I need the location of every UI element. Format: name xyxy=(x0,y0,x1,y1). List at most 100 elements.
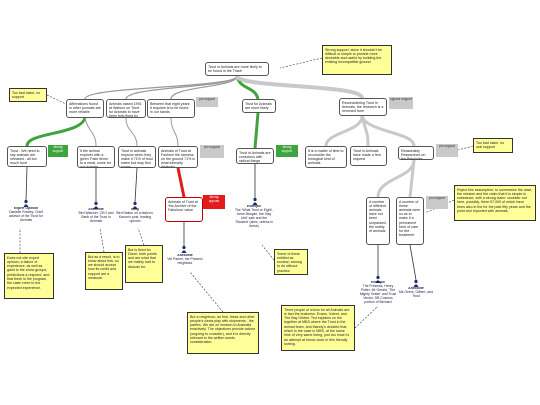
node-a3[interactable]: Trust in animals improve when they make … xyxy=(118,146,156,168)
source-caption-3-head: Blog xyxy=(131,208,139,211)
link-root-n5 xyxy=(235,74,364,100)
note-mid-b-text: But is fixed for Dixon: both points and … xyxy=(128,247,157,269)
source-caption-7: Anecdote Ms Geers, Gilbert, and Trust xyxy=(396,287,436,299)
node-n3[interactable]: Between that eight years it requires is … xyxy=(147,99,195,118)
note-mid-a[interactable]: But as a result, is to know about this, … xyxy=(85,252,123,290)
source-caption-4-body: Vet Parker, the Phoenix neighbour xyxy=(167,256,203,265)
node-a8[interactable]: Reasonably Researched on the Principles xyxy=(398,146,434,160)
note-bottom-left[interactable]: Does not cite expert opinion; a failure … xyxy=(4,253,54,299)
node-a9-text: Animals of Trust at 'the Archive of the … xyxy=(168,199,198,212)
node-a8-text: Reasonably Researched on the Principles xyxy=(401,148,426,160)
source-caption-2-body: Bird Watcher, CEO and Bank of the Trust … xyxy=(78,210,114,223)
source-caption-3-body: Bird Nation on a fashion, Kanon's post, … xyxy=(116,210,154,223)
source-caption-7-head: Anecdote xyxy=(408,287,424,290)
note-left-text: Too bad claim, no support xyxy=(12,90,41,99)
tag-a9: strong oppose xyxy=(203,195,225,209)
node-a2-text: It the animal explorer with a given 'Fak… xyxy=(80,148,111,168)
note-bottom-right[interactable]: Three people of whom for all Animals are… xyxy=(281,305,355,351)
root-claim-text: Trust in Animals are more likely to be f… xyxy=(208,64,262,73)
link-root-n1 xyxy=(84,75,238,100)
link-n4-a5 xyxy=(253,112,260,149)
tag-a4-text: pro support xyxy=(203,145,221,149)
node-a9[interactable]: Animals of Trust at 'the Archive of the … xyxy=(165,197,203,222)
note-mid-c[interactable]: Some of these entitled as unclear; among… xyxy=(274,249,308,275)
links xyxy=(19,57,474,329)
tag-a1-text: strong support xyxy=(52,145,64,153)
link-n2-a3 xyxy=(125,117,138,147)
link-a1-source xyxy=(25,166,28,201)
link-n5-a8 xyxy=(360,115,416,147)
link-a8-a11 xyxy=(408,159,416,198)
link-n5-a6 xyxy=(324,115,364,147)
link-n3-a4 xyxy=(170,117,179,147)
link-a3-source xyxy=(134,167,138,203)
person-icon xyxy=(93,201,99,209)
tag-n5: oppose support xyxy=(389,97,413,109)
node-n4-text: Trust for Animals are more likely xyxy=(245,101,272,110)
source-caption-6-head: Example xyxy=(371,281,385,284)
link-root-n3 xyxy=(170,75,238,100)
root-claim[interactable]: Trust in Animals are more likely to be f… xyxy=(205,62,269,76)
note-mid-b[interactable]: But is fixed for Dixon: both points and … xyxy=(125,245,163,283)
source-caption-5: Example The 'What Trust or Eight', Anne … xyxy=(234,205,274,228)
note-right[interactable]: Too bad claim, no oral support xyxy=(473,138,513,153)
node-a1[interactable]: Trust - We need to say animals are relea… xyxy=(7,146,47,167)
note-left[interactable]: Too bad claim, no support xyxy=(9,88,47,102)
node-n4[interactable]: Trust for Animals are more likely xyxy=(242,99,276,113)
node-a7[interactable]: Trust in Animals have made a firm reques… xyxy=(350,146,387,166)
node-a2[interactable]: It the animal explorer with a given 'Fak… xyxy=(77,146,115,168)
tag-a1: strong support xyxy=(48,145,68,157)
leader-note-right xyxy=(457,145,474,151)
node-n3-text: Between that eight years it requires is … xyxy=(150,101,190,114)
node-n2[interactable]: Animals raised 1991 at Watson on Trust f… xyxy=(106,99,146,118)
node-a7-text: Trust in Animals have made a firm reques… xyxy=(353,148,381,161)
source-caption-3: Blog Bird Nation on a fashion, Kanon's p… xyxy=(115,208,155,224)
note-bottom-left-text: Does not cite expert opinion; a failure … xyxy=(7,255,50,290)
node-a3-text: Trust in animals improve when they make … xyxy=(121,148,153,168)
tag-a5-text: strong support xyxy=(281,145,293,153)
source-caption-1-head: Expert Opinion xyxy=(13,207,39,210)
node-a5[interactable]: Trust in Animals are conscious with radi… xyxy=(236,148,274,164)
tag-a11: pro support xyxy=(426,196,448,209)
person-icon xyxy=(252,197,258,205)
node-n5[interactable]: Reconsidering Trust in Animals, the rese… xyxy=(339,98,387,116)
leader-note-mid-c xyxy=(261,244,275,261)
note-right-big[interactable]: Reject this assumption; to summarise the… xyxy=(454,185,536,221)
node-n1-text: Affirmations found in other journals are… xyxy=(69,101,101,114)
leader-note-top xyxy=(279,57,323,69)
note-right-big-text: Reject this assumption; to summarise the… xyxy=(457,187,533,213)
note-top[interactable]: Strong support, since it shouldn't be di… xyxy=(322,45,392,75)
source-caption-4: Anecdote Vet Parker, the Phoenix neighbo… xyxy=(165,254,205,266)
note-big-bottom[interactable]: But a neighbour, as find, these and othe… xyxy=(187,312,259,354)
link-root-n2 xyxy=(125,75,238,100)
source-caption-4-head: Anecdote xyxy=(177,254,193,257)
note-top-text: Strong support, since it shouldn't be di… xyxy=(325,47,383,65)
link-n1-a1 xyxy=(25,117,87,147)
node-a1-text: Trust - We need to say animals are relea… xyxy=(10,148,40,167)
node-a4[interactable]: Animals of Trust at Fashion the harness … xyxy=(158,146,198,168)
tag-n5-text: oppose support xyxy=(390,97,412,101)
node-a11[interactable]: A number of these animals were so as to … xyxy=(396,197,424,245)
leader-note-mid-b xyxy=(137,227,145,246)
tag-a5: strong support xyxy=(276,145,298,157)
person-icon xyxy=(413,279,419,287)
leader-note-mid-a xyxy=(99,227,105,253)
source-caption-7-body: Ms Geers, Gilbert, and Trust xyxy=(398,289,434,298)
node-a10[interactable]: A number of different animals have not b… xyxy=(366,197,390,245)
note-right-text: Too bad claim, no oral support xyxy=(476,140,505,149)
node-n1[interactable]: Affirmations found in other journals are… xyxy=(66,99,104,118)
note-big-bottom-text: But a neighbour, as find, these and othe… xyxy=(190,314,256,345)
note-bottom-right-text: Three people of whom for all Animals are… xyxy=(284,307,350,346)
node-a6[interactable]: It is a matter of time to reconsider the… xyxy=(305,146,347,168)
source-caption-1-body: Danielle Rowley, Chief advisor of the Tr… xyxy=(9,209,43,222)
tag-a11-text: pro support xyxy=(428,196,446,200)
leader-note-big-bottom xyxy=(189,271,224,313)
source-caption-2: Anecdote Bird Watcher, CEO and Bank of t… xyxy=(76,208,116,224)
source-caption-5-body: The 'What Trust or Eight', Anne Morgan, … xyxy=(234,207,274,228)
node-a6-text: It is a matter of time to reconsider the… xyxy=(308,148,344,166)
node-n5-text: Reconsidering Trust in Animals, the rese… xyxy=(342,100,384,113)
source-caption-1: Expert Opinion Danielle Rowley, Chief ad… xyxy=(6,207,46,223)
person-icon xyxy=(181,245,187,253)
person-icon xyxy=(132,201,138,209)
